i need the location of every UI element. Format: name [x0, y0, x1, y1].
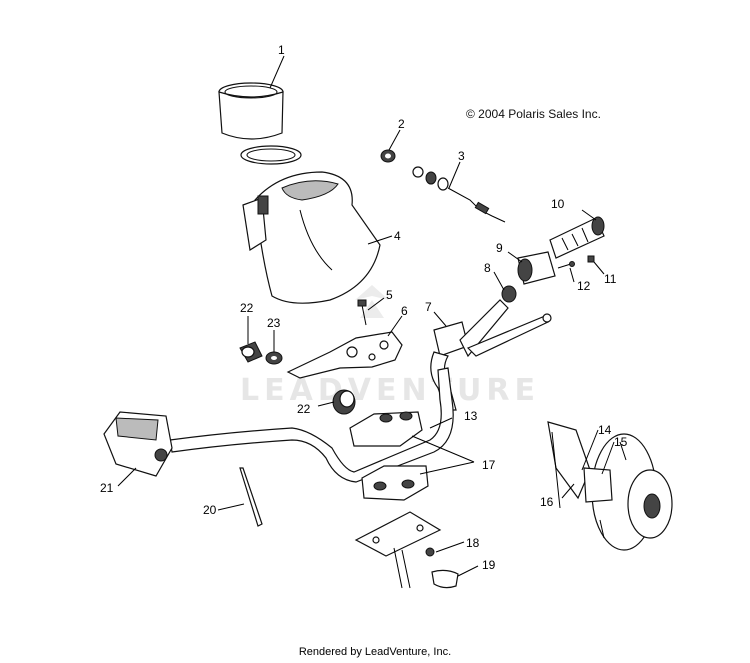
callout-11: 11 — [604, 272, 617, 286]
part-17-upper-clamp — [349, 411, 423, 447]
callout-15: 15 — [614, 435, 628, 449]
callout-21: 21 — [100, 481, 114, 495]
svg-text:LEADVENTURE: LEADVENTURE — [240, 373, 540, 408]
callout-4: 4 — [394, 229, 401, 243]
callout-6: 6 — [401, 304, 408, 318]
part-4-headlight-pod — [242, 171, 381, 304]
part-8-collar — [501, 285, 517, 303]
part-6-bracket — [286, 331, 403, 379]
callout-20: 20 — [203, 503, 217, 517]
part-20-tie-strap — [239, 467, 263, 527]
callout-2: 2 — [398, 117, 405, 131]
part-19-clip — [431, 569, 459, 589]
callout-10: 10 — [551, 197, 565, 211]
part-10-grip — [549, 216, 605, 259]
part-12-pin — [557, 261, 575, 269]
part-5-screw — [357, 299, 367, 326]
callout-23: 23 — [267, 316, 281, 330]
part-23-washer — [265, 351, 283, 365]
callout-22-lower: 22 — [297, 402, 311, 416]
callout-8: 8 — [484, 261, 491, 275]
callout-9: 9 — [496, 241, 503, 255]
part-11-screw — [587, 255, 595, 263]
callout-22-upper: 22 — [240, 301, 254, 315]
copyright-text: © 2004 Polaris Sales Inc. — [466, 107, 601, 121]
callout-1: 1 — [278, 43, 285, 57]
footer-credit: Rendered by LeadVenture, Inc. — [298, 646, 452, 658]
callout-7: 7 — [425, 300, 432, 314]
callout-5: 5 — [386, 288, 393, 302]
callout-16: 16 — [540, 495, 554, 509]
callout-18: 18 — [466, 536, 480, 550]
leadventure-watermark: LEADVENTURE — [240, 285, 540, 408]
part-2-nut — [380, 149, 396, 163]
callout-3: 3 — [458, 149, 465, 163]
callout-17: 17 — [482, 458, 496, 472]
callout-13: 13 — [464, 409, 478, 423]
callout-labels: 1 2 3 4 5 6 7 8 9 10 11 12 13 14 15 16 1… — [100, 43, 628, 572]
part-22-lower-fitting — [332, 389, 356, 415]
leader-lines — [117, 55, 615, 577]
part-9-throttle-housing — [517, 251, 556, 285]
part-1-rings — [218, 82, 302, 165]
part-22-upper-fitting — [239, 341, 263, 363]
callout-14: 14 — [598, 423, 612, 437]
part-21-left-control — [103, 411, 173, 477]
part-13-handlebar — [169, 367, 454, 483]
part-18-mount-plate — [354, 511, 442, 589]
part-3-switch-cable — [412, 166, 506, 223]
part-14-16-brake-assembly — [547, 421, 673, 551]
callout-19: 19 — [482, 558, 496, 572]
part-17-lower-clamp — [361, 465, 429, 501]
callout-12: 12 — [577, 279, 591, 293]
